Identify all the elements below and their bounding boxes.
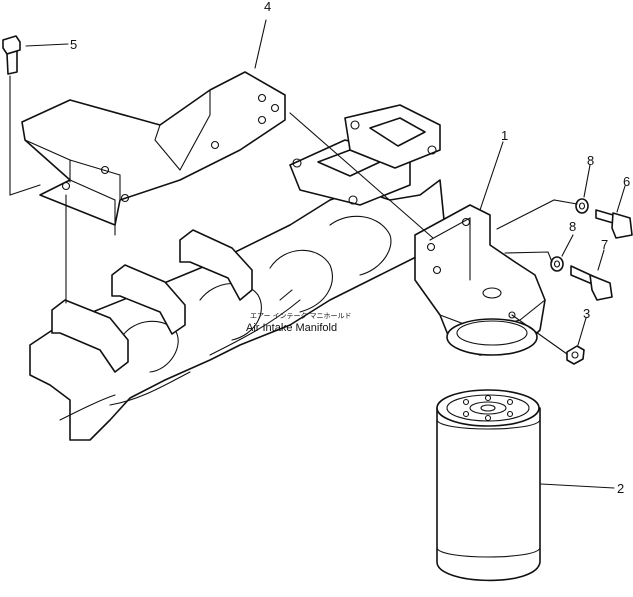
- washer-part-8-lower: [550, 256, 564, 272]
- callout-2: 2: [617, 481, 624, 496]
- manifold-label-japanese: エアー インテーク マニホールド: [250, 312, 351, 320]
- bolt-part-6: [595, 209, 633, 239]
- callout-6: 6: [623, 174, 630, 189]
- callout-7: 7: [601, 237, 608, 252]
- callout-3: 3: [583, 306, 590, 321]
- filter-head-part-1: [414, 204, 546, 356]
- manifold-label-english: Air Intake Manifold: [246, 322, 337, 334]
- callout-8-lower: 8: [569, 219, 576, 234]
- nut-part-3: [566, 345, 585, 365]
- callout-1: 1: [501, 128, 508, 143]
- bracket-part-4: [21, 71, 286, 236]
- filter-cartridge-part-2: [436, 389, 541, 582]
- callout-5: 5: [70, 37, 77, 52]
- assembly-lines: [9, 19, 626, 489]
- bolt-part-5: [2, 35, 21, 75]
- manifold-mounting-pads: [51, 229, 253, 373]
- air-intake-manifold: [29, 104, 446, 441]
- washer-part-8-upper: [575, 198, 589, 214]
- callout-4: 4: [264, 0, 271, 14]
- bolt-part-7: [570, 265, 613, 301]
- callout-8-upper: 8: [587, 153, 594, 168]
